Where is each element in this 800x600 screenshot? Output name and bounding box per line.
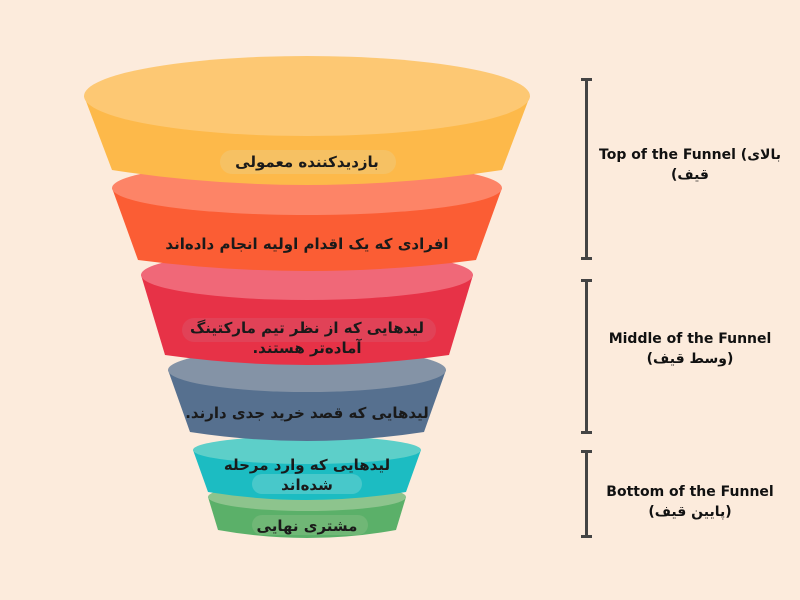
- stage-label-bottom: Bottom of the Funnel (پایین قیف): [590, 482, 790, 522]
- stage-bracket-top: [581, 78, 592, 260]
- stage-bracket-middle: [581, 279, 592, 434]
- layer-label-mql: لیدهایی که از نظر تیم مارکتینگ آماده‌تر …: [157, 318, 457, 358]
- stage-label-middle: Middle of the Funnel (وسط قیف): [590, 329, 790, 369]
- layer-label-customer: مشتری نهایی: [256, 517, 358, 535]
- stage-label-bottom-line2: (پایین قیف): [648, 504, 732, 520]
- layer-label-intent: لیدهایی که قصد خرید جدی دارند.: [185, 404, 429, 422]
- stage-label-top-line2: قیف): [671, 167, 709, 183]
- stage-bracket-bottom: [581, 450, 592, 538]
- layer-label-sql: لیدهایی که وارد مرحله شده‌اند: [207, 455, 407, 495]
- layer-label-mql-line2: آماده‌تر هستند.: [252, 339, 362, 357]
- stage-label-bottom-line1: Bottom of the Funnel: [606, 484, 774, 500]
- stage-label-top-line1: Top of the Funnel (بالای: [599, 147, 781, 163]
- layer-label-sql-line2: شده‌اند: [281, 476, 333, 494]
- layer-label-sql-line1: لیدهایی که وارد مرحله: [223, 456, 391, 474]
- layer-label-engaged: افرادی که یک اقدام اولیه انجام داده‌اند: [165, 235, 449, 253]
- layer-label-visitor: بازدیدکننده معمولی: [235, 153, 379, 171]
- stage-label-middle-line1: Middle of the Funnel: [608, 331, 772, 347]
- funnel-layer-visitor: [84, 56, 530, 185]
- stage-label-top: Top of the Funnel (بالای قیف): [590, 145, 790, 185]
- layer-label-mql-line1: لیدهایی که از نظر تیم مارکتینگ: [189, 319, 425, 337]
- stage-label-middle-line2: (وسط قیف): [646, 351, 734, 367]
